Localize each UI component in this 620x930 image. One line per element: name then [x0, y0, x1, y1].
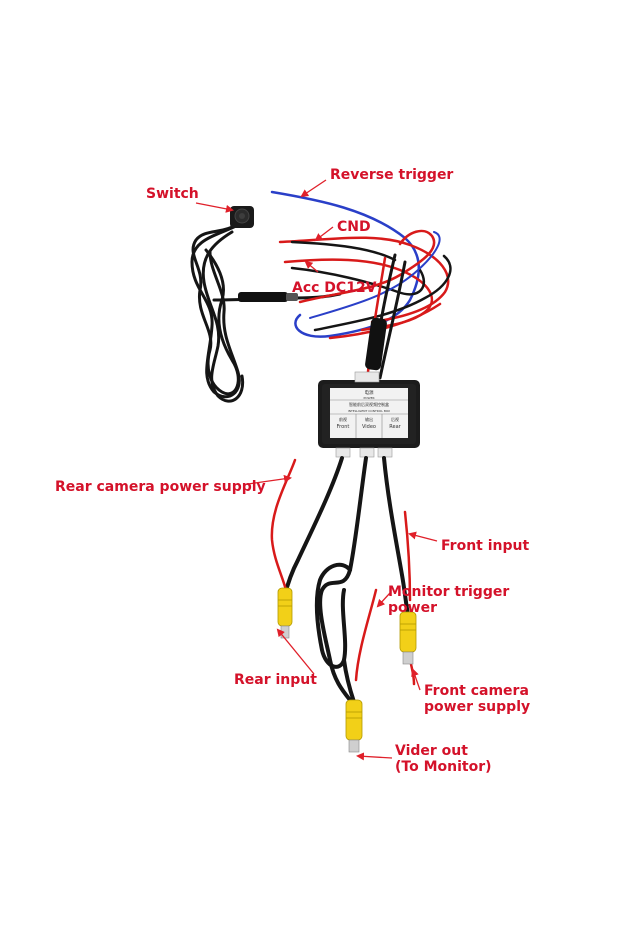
- arrow-acc: [304, 260, 319, 273]
- arrow-front-camera-power: [411, 668, 421, 691]
- port-rear-en: Rear: [389, 424, 401, 430]
- label-front-camera-power-line2: power supply: [424, 699, 531, 715]
- label-rear-camera-power: Rear camera power supply: [55, 479, 266, 495]
- label-switch: Switch: [146, 186, 199, 202]
- arrow-reverse-trigger: [300, 179, 327, 198]
- arrow-cnd: [314, 226, 334, 242]
- box-power-cn: 电源: [365, 389, 374, 396]
- label-monitor-trigger-line1: Monitor trigger: [388, 584, 510, 600]
- arrow-switch: [195, 202, 234, 213]
- arrow-rear-input: [276, 628, 315, 675]
- label-front-camera-power-line1: Front camera: [424, 683, 529, 699]
- switch-button: [230, 206, 254, 228]
- port-front-en: Front: [337, 424, 350, 430]
- label-reverse-trigger: Reverse trigger: [330, 167, 454, 183]
- annotation-arrows: [195, 179, 438, 761]
- label-front-input: Front input: [441, 538, 530, 554]
- box-subtitle: INTELLIGENT CONTROL BOX: [348, 409, 390, 413]
- label-video-out-line2: (To Monitor): [395, 759, 492, 775]
- port-front-cn: 前视: [339, 416, 347, 422]
- label-cnd: CND: [337, 219, 371, 235]
- label-front-camera-power: Front camera power supply: [424, 683, 530, 715]
- power-sleeve: [365, 317, 387, 371]
- arrow-monitor-trigger: [376, 592, 391, 608]
- rca-video-out: [345, 699, 363, 753]
- port-video-cn: 输出: [365, 416, 373, 422]
- lower-cables: [270, 456, 416, 704]
- control-box: 电源 POWER 智能前后双视频控制盒 INTELLIGENT CONTROL …: [318, 371, 420, 458]
- port-video-en: Video: [362, 424, 376, 430]
- arrow-rear-camera-power: [247, 474, 292, 485]
- port-rear-cn: 后视: [391, 416, 399, 422]
- box-power-en: POWER: [363, 396, 374, 400]
- label-rear-input: Rear input: [234, 672, 317, 688]
- wire-bundle: [270, 190, 452, 380]
- arrow-video-out: [356, 752, 393, 761]
- label-monitor-trigger-line2: power: [388, 600, 437, 616]
- label-video-out: Vider out (To Monitor): [395, 743, 492, 775]
- arrow-front-input: [408, 531, 438, 542]
- label-acc-dc12v: Acc DC12V: [292, 280, 377, 296]
- rca-front-input: [399, 611, 417, 665]
- label-video-out-line1: Vider out: [395, 743, 468, 759]
- switch-cable: [190, 220, 342, 403]
- label-monitor-trigger: Monitor trigger power: [388, 584, 509, 616]
- rca-rear-input: [277, 587, 293, 639]
- switch-connector: [238, 292, 288, 302]
- box-title: 智能前后双视频控制盒: [349, 401, 389, 407]
